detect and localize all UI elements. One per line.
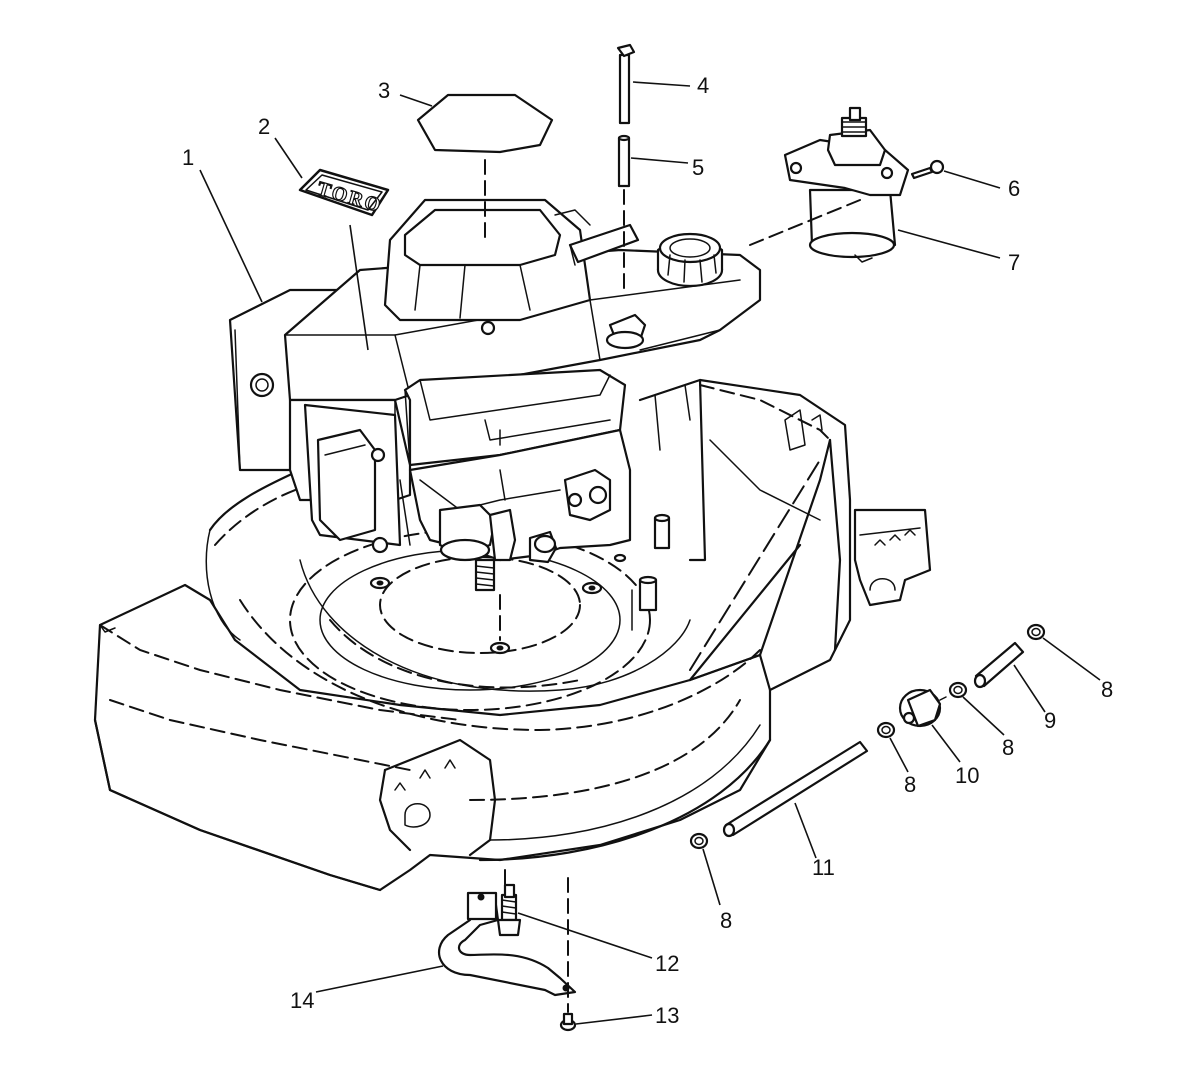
alignment-lines [484, 159, 861, 1013]
starter-bolt [910, 159, 945, 180]
callout-1: 1 [182, 145, 194, 170]
callout-2: 2 [258, 114, 270, 139]
callout-13: 13 [655, 1003, 679, 1028]
callout-7: 7 [1008, 250, 1020, 275]
hose-clamp [876, 721, 896, 739]
callout-9: 9 [1044, 708, 1056, 733]
hose-clamp [948, 681, 968, 699]
fuel-filter [898, 688, 947, 728]
hose-clamp [1026, 623, 1046, 641]
hose-clamp [689, 832, 709, 850]
callout-8-low: 8 [904, 772, 916, 797]
callout-5: 5 [692, 155, 704, 180]
leader-lines [199, 81, 1101, 1025]
engine-assembly [228, 198, 762, 592]
callout-6: 6 [1008, 176, 1020, 201]
air-filter-pad [416, 93, 554, 154]
callout-12: 12 [655, 951, 679, 976]
bracket [437, 891, 577, 997]
callout-14: 14 [290, 988, 314, 1013]
screw [559, 1012, 577, 1032]
callout-8-mid: 8 [1002, 735, 1014, 760]
spacer-tube [617, 134, 631, 188]
callout-11: 11 [812, 855, 835, 880]
callout-3: 3 [378, 78, 390, 103]
mounting-bolt [496, 883, 522, 937]
long-hose [722, 740, 869, 838]
short-hose [973, 641, 1025, 689]
starter-motor [783, 106, 910, 263]
callout-8-top: 8 [1101, 677, 1113, 702]
callout-labels: 1 2 3 4 5 6 7 8 8 8 8 9 10 11 12 13 14 [182, 73, 1113, 1028]
callout-8-bottom: 8 [720, 908, 732, 933]
decal: TORO [298, 168, 390, 218]
rod [616, 43, 636, 125]
callout-4: 4 [697, 73, 709, 98]
callout-10: 10 [955, 763, 979, 788]
